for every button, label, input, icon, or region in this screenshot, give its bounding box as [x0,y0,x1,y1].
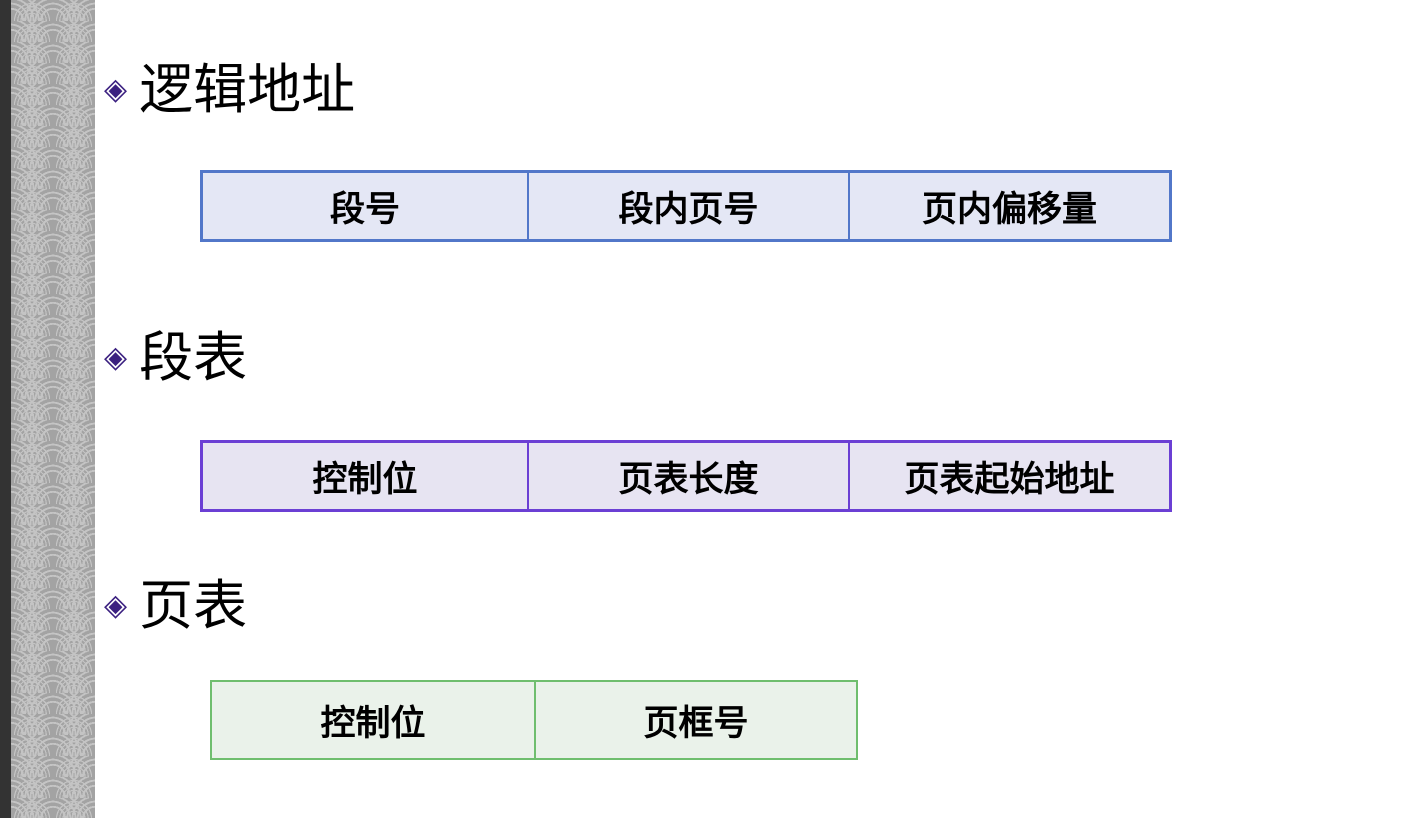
table-cell-page-table-length: 页表长度 [529,443,850,509]
bullet-label-page-table: 页表 [139,574,248,637]
table-page-table: 控制位 页框号 [210,680,858,760]
table-cell-page-number-in-segment: 段内页号 [529,173,850,239]
table-cell-offset-in-page: 页内偏移量 [921,188,1097,230]
diamond-bullet-icon: ◈ [104,340,128,376]
table-cell-control-bit: 控制位 [212,682,536,758]
table-cell-control-bit: 控制位 [203,443,529,509]
table-segment-table: 控制位 页表长度 页表起始地址 [200,440,1172,512]
diamond-bullet-icon: ◈ [104,588,128,624]
diamond-bullet-icon: ◈ [104,72,128,108]
bullet-item-page-table: ◈ 页表 [104,574,248,637]
sidebar-dark-accent-bar [0,0,11,818]
bullet-item-segment-table: ◈ 段表 [104,326,248,389]
bullet-label-logical-address: 逻辑地址 [139,58,356,121]
bullet-item-logical-address: ◈ 逻辑地址 [104,58,356,121]
table-cell-page-frame-number: 页框号 [643,702,749,744]
sidebar-edge-divider [95,0,96,818]
table-logical-address: 段号 段内页号 页内偏移量 [200,170,1172,242]
table-cell-page-table-start-address: 页表起始地址 [904,458,1115,500]
bullet-label-segment-table: 段表 [139,326,248,389]
table-cell-segment-number: 段号 [203,173,529,239]
slide-content: ◈ 逻辑地址 段号 段内页号 页内偏移量 ◈ 段表 控制位 页表长度 页表起始地… [96,0,1426,818]
sidebar-seigaiha-pattern [11,0,95,818]
